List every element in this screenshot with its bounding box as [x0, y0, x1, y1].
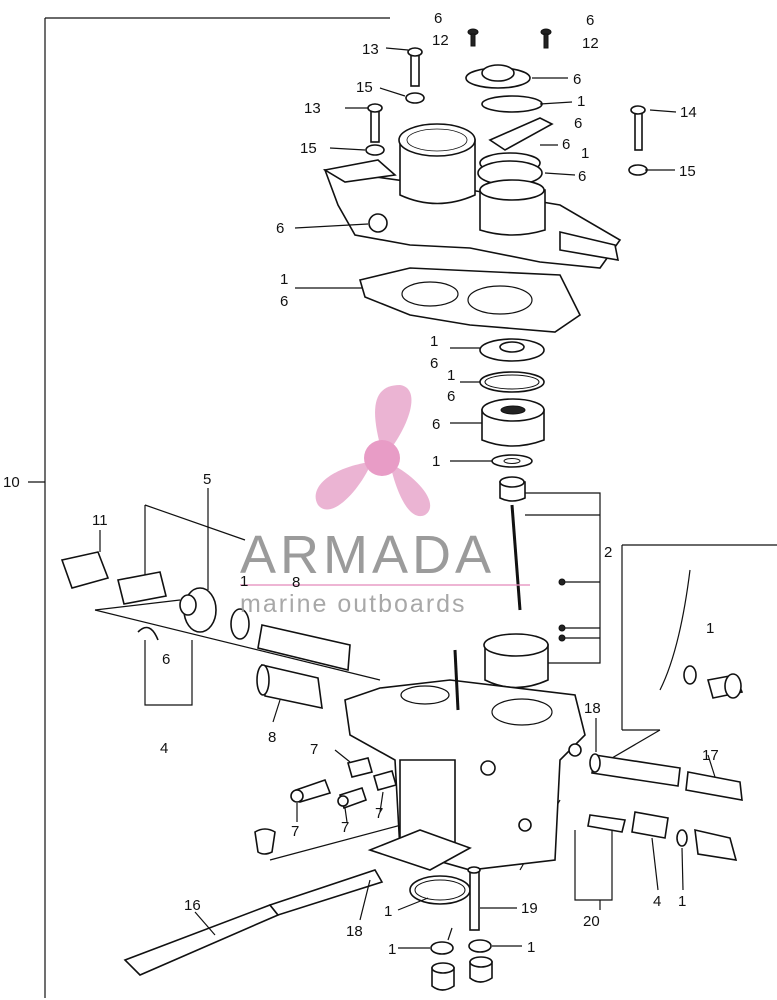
gasket-stack	[358, 267, 582, 468]
callout-label: 1	[447, 367, 455, 384]
left-side-parts	[60, 551, 351, 710]
callout-labels: 6 12 6 12 13 6 15 1 13 14 6 6 15 1 6 15 …	[3, 10, 719, 958]
callout-label: 4	[160, 740, 168, 757]
leader-lines	[99, 47, 716, 949]
callout-label: 15	[300, 140, 317, 157]
callout-label: 6	[574, 115, 582, 132]
callout-label: 6	[432, 416, 440, 433]
carburetor-main-body	[344, 649, 586, 871]
callout-label: 6	[430, 355, 438, 372]
callout-label: 1	[388, 941, 396, 958]
callout-label: 10	[3, 474, 20, 491]
callout-label: 12	[432, 32, 449, 49]
callout-label: 6	[562, 136, 570, 153]
watermark: ARMADA marine outboards	[240, 385, 530, 618]
callout-label: 20	[583, 913, 600, 930]
callout-label: 7	[375, 805, 383, 822]
callout-label: 14	[680, 104, 697, 121]
callout-label: 19	[521, 900, 538, 917]
callout-label: 17	[702, 747, 719, 764]
callout-label: 8	[268, 729, 276, 746]
propeller-logo-icon	[315, 385, 431, 517]
callout-label: 1	[527, 939, 535, 956]
jets-group	[254, 757, 397, 855]
callout-label: 1	[430, 333, 438, 350]
screw-12-right	[540, 28, 552, 49]
callout-label: 6	[578, 168, 586, 185]
callout-label: 1	[678, 893, 686, 910]
callout-label: 1	[432, 453, 440, 470]
callout-label: 6	[586, 12, 594, 29]
callout-label: 1	[280, 271, 288, 288]
top-cover-assembly	[322, 28, 648, 269]
callout-label: 13	[362, 41, 379, 58]
needle-valve-assembly	[483, 476, 566, 689]
callout-label: 8	[292, 574, 300, 591]
callout-label: 6	[573, 71, 581, 88]
callout-label: 18	[346, 923, 363, 940]
callout-label: 4	[653, 893, 661, 910]
callout-label: 1	[240, 573, 248, 590]
callout-label: 6	[280, 293, 288, 310]
callout-label: 13	[304, 100, 321, 117]
callout-label: 18	[584, 700, 601, 717]
callout-label: 7	[310, 741, 318, 758]
callout-label: 1	[706, 620, 714, 637]
screw-12-left	[467, 28, 479, 47]
callout-label: 12	[582, 35, 599, 52]
callout-label: 11	[92, 512, 108, 529]
callout-label: 6	[162, 651, 170, 668]
frame-lines	[28, 17, 777, 998]
callout-label: 15	[356, 79, 373, 96]
callout-label: 6	[434, 10, 442, 27]
callout-label: 6	[447, 388, 455, 405]
callout-label: 1	[577, 93, 585, 110]
callout-label: 1	[384, 903, 392, 920]
callout-label: 5	[203, 471, 211, 488]
watermark-tagline: marine outboards	[240, 590, 467, 618]
callout-label: 7	[291, 823, 299, 840]
callout-label: 15	[679, 163, 696, 180]
callout-label: 16	[184, 897, 201, 914]
callout-label: 7	[341, 819, 349, 836]
callout-label: 2	[604, 544, 612, 561]
right-side-parts	[587, 569, 744, 861]
lower-parts	[123, 866, 493, 991]
callout-label: 1	[581, 145, 589, 162]
callout-label: 6	[276, 220, 284, 237]
watermark-brand: ARMADA	[240, 525, 495, 585]
